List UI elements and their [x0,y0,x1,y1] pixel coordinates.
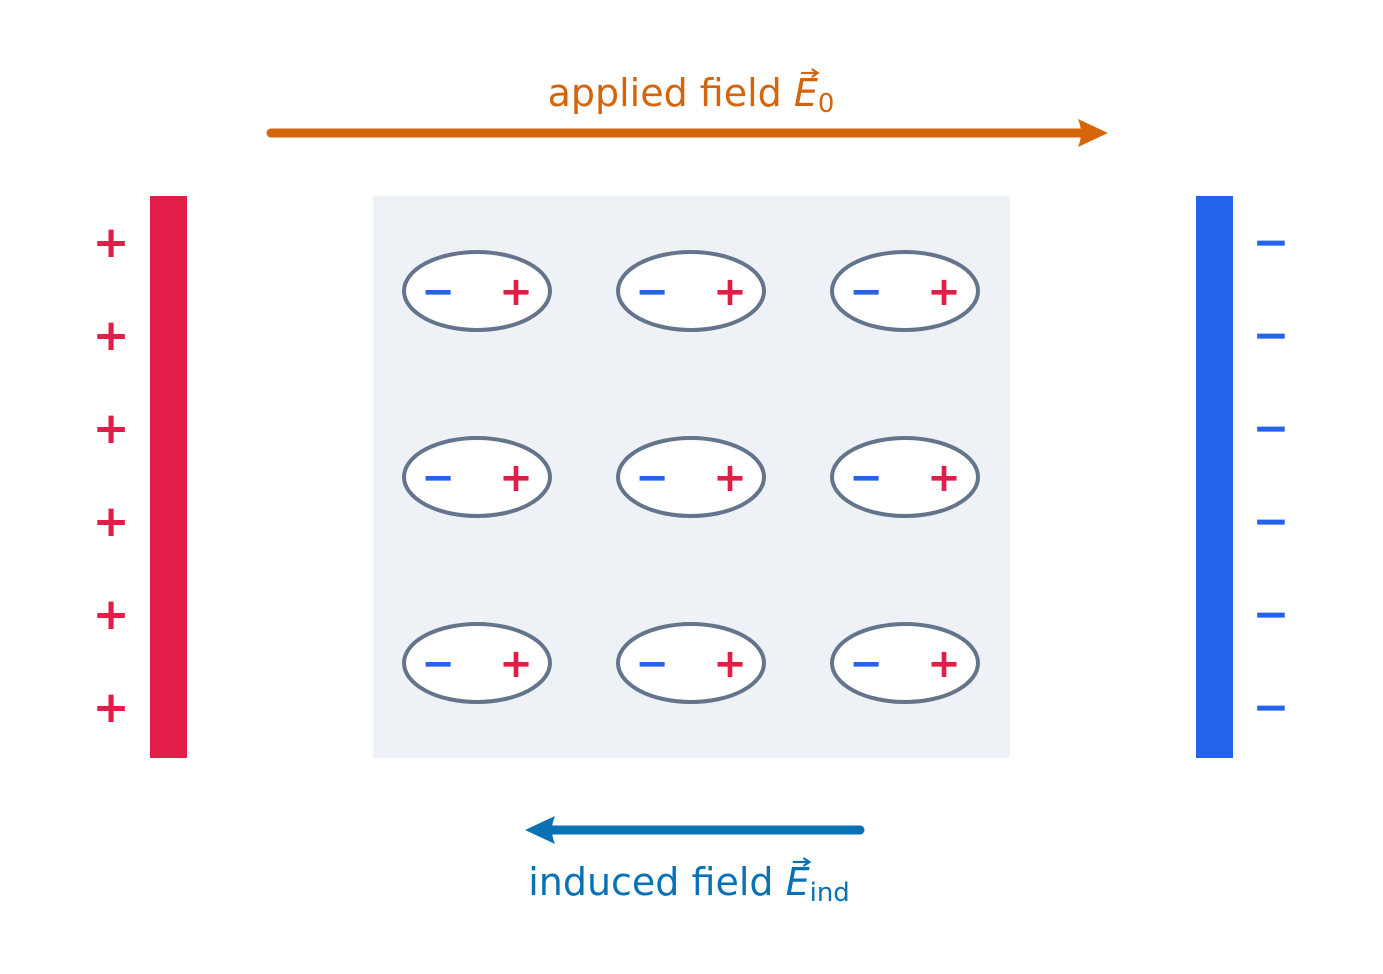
dipole-outline [402,436,552,518]
dipole: −+ [830,436,980,518]
negative-plate-charges: − − − − − − [1253,217,1290,733]
dipole-negative-sign: − [849,455,883,501]
dipole: −+ [402,250,552,332]
applied-field-symbol: E [794,71,818,115]
dipole: −+ [616,250,766,332]
applied-field-label: applied field E0 [548,71,835,119]
plate-positive-charge: + [93,589,130,640]
dipole-grid: −+−+−+−+−+−+−+−+−+ [402,250,980,704]
dipole-outline [402,622,552,704]
dipole-outline [830,436,980,518]
vector-arrow-head [811,68,820,78]
dipole-positive-sign: + [713,269,747,315]
dipole-negative-sign: − [849,641,883,687]
plate-negative-charge: − [1253,589,1290,640]
dipole-negative-sign: − [635,269,669,315]
dipole-positive-sign: + [499,269,533,315]
dipole-positive-sign: + [927,455,961,501]
plate-negative-charge: − [1253,403,1290,454]
dipole-positive-sign: + [713,641,747,687]
negative-plate [1196,196,1233,758]
dipole: −+ [402,622,552,704]
applied-field-subscript: 0 [818,89,835,119]
dipole-negative-sign: − [421,455,455,501]
induced-field-label: induced field Eind [528,860,850,908]
vector-arrow-head [802,857,812,867]
dipole-outline [830,622,980,704]
dipole-negative-sign: − [635,641,669,687]
induced-field-vector-mark [792,857,812,867]
plate-positive-charge: + [93,310,130,361]
applied-field-vector-mark [801,68,820,78]
induced-field-subscript: ind [810,878,850,908]
plate-positive-charge: + [93,682,130,733]
plate-positive-charge: + [93,496,130,547]
induced-field-arrow [525,816,865,844]
dipole-positive-sign: + [499,455,533,501]
plate-negative-charge: − [1253,496,1290,547]
plate-negative-charge: − [1253,310,1290,361]
dipole-positive-sign: + [713,455,747,501]
plate-negative-charge: − [1253,217,1290,268]
dipole-outline [830,250,980,332]
dipole-outline [616,436,766,518]
applied-field-arrow [266,119,1108,147]
dipole-outline [402,250,552,332]
dipole-positive-sign: + [927,269,961,315]
plate-negative-charge: − [1253,682,1290,733]
dipole-outline [616,622,766,704]
dipole-positive-sign: + [499,641,533,687]
dipole: −+ [616,436,766,518]
dipole-negative-sign: − [421,269,455,315]
induced-field-symbol: E [786,860,810,904]
positive-plate-charges: + + + + + + [93,217,130,733]
applied-field-text: applied field [548,71,794,115]
dipole-positive-sign: + [927,641,961,687]
dipole-negative-sign: − [635,455,669,501]
dipole: −+ [616,622,766,704]
dipole-outline [616,250,766,332]
dipole: −+ [830,622,980,704]
positive-plate [150,196,187,758]
dipole-negative-sign: − [421,641,455,687]
plate-positive-charge: + [93,403,130,454]
induced-field-text: induced field [528,860,785,904]
induced-field-arrow-head [525,816,555,844]
dipole: −+ [402,436,552,518]
plate-positive-charge: + [93,217,130,268]
dipole-negative-sign: − [849,269,883,315]
applied-field-arrow-head [1078,119,1108,147]
dipole: −+ [830,250,980,332]
